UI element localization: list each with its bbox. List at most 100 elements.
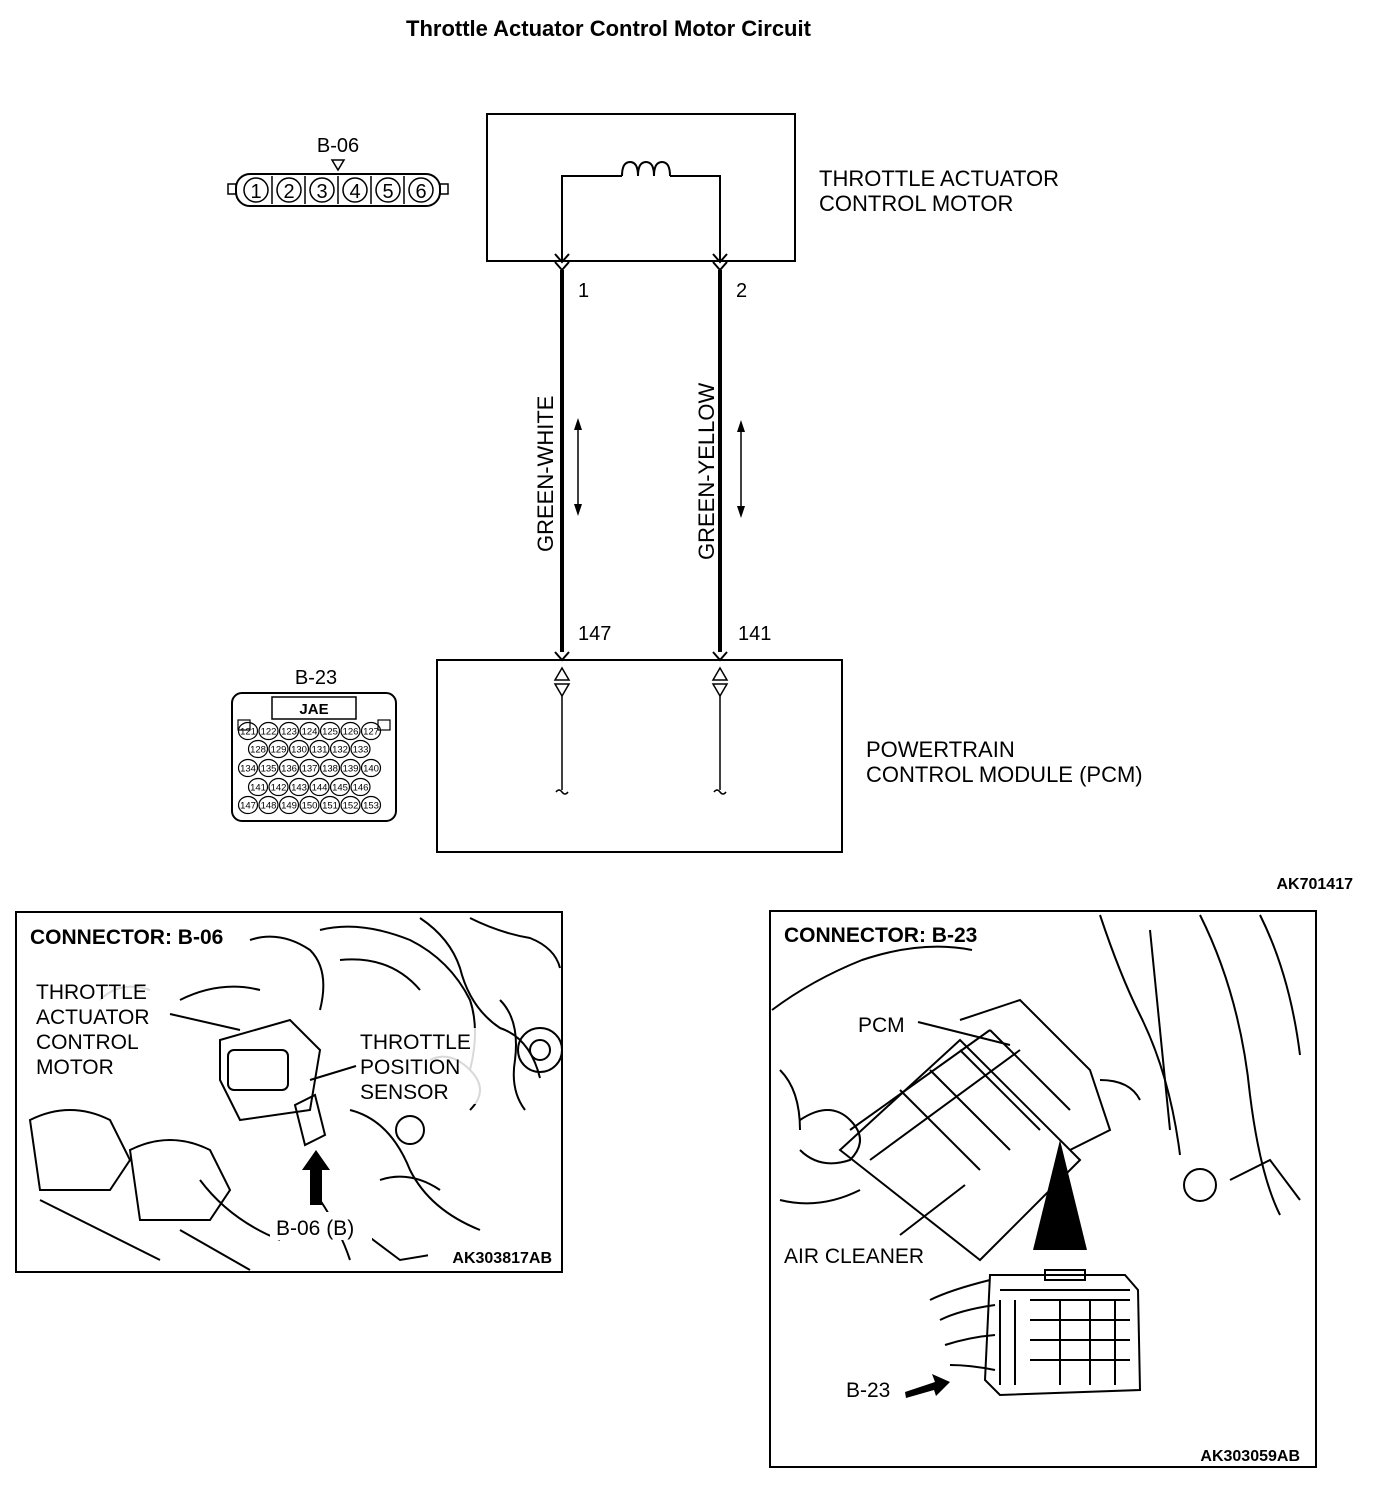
b23-pin-hole bbox=[299, 721, 320, 741]
photo-b23-code: AK303059AB bbox=[1200, 1448, 1300, 1465]
callout-air-leader bbox=[899, 1184, 966, 1236]
wire-color-left: GREEN-WHITE bbox=[533, 396, 558, 552]
b23-pin-number: 135 bbox=[261, 764, 277, 775]
b23-pin-hole bbox=[350, 739, 371, 759]
photo-b06-connector-label: B-06 (B) bbox=[276, 1217, 354, 1240]
pcm-io-icon bbox=[711, 666, 729, 681]
photo-b23-heading: CONNECTOR: B-23 bbox=[784, 924, 977, 947]
b23-pin-number: 143 bbox=[291, 783, 307, 794]
photo-b06-code: AK303817AB bbox=[452, 1250, 552, 1267]
b23-pin-number: 126 bbox=[343, 727, 359, 738]
diagram-id: AK701417 bbox=[1277, 876, 1354, 893]
diagram-title: Throttle Actuator Control Motor Circuit bbox=[406, 16, 812, 41]
b06-pin: 5 bbox=[382, 181, 393, 203]
pcm-box bbox=[436, 659, 843, 853]
callout-pcm: PCM bbox=[858, 1014, 905, 1037]
b06-pin: 3 bbox=[316, 181, 327, 203]
b06-pin: 2 bbox=[283, 181, 294, 203]
engine-bay-illustration bbox=[28, 917, 563, 1271]
b23-pin-number: 129 bbox=[271, 745, 287, 756]
connector-b06-body bbox=[235, 173, 441, 207]
connector-b23-body bbox=[231, 692, 397, 822]
pcm-terminal-147: 147 bbox=[578, 623, 611, 645]
b23-pin-hole bbox=[340, 795, 361, 815]
b23-pin-number: 124 bbox=[302, 727, 318, 738]
b23-pin-hole bbox=[278, 795, 300, 815]
b23-pin-number: 152 bbox=[343, 801, 359, 812]
b23-pin-hole bbox=[329, 777, 351, 797]
b23-pin-hole bbox=[309, 739, 330, 759]
b23-pin-hole bbox=[299, 758, 320, 778]
b23-pin-number: 134 bbox=[240, 764, 256, 775]
b23-pin-number: 148 bbox=[261, 801, 277, 812]
b23-pin-number: 133 bbox=[353, 745, 369, 756]
b23-pin-hole bbox=[237, 795, 259, 815]
b23-pin-number: 122 bbox=[261, 727, 277, 738]
b23-pin-number: 145 bbox=[332, 783, 348, 794]
motor-label-line1: THROTTLE ACTUATOR bbox=[819, 166, 1059, 191]
b23-pin-hole bbox=[258, 721, 279, 741]
photo-panel-b06: CONNECTOR: B-06 THROTTLE ACTUATOR CONTRO… bbox=[15, 911, 563, 1273]
b23-pin-number: 137 bbox=[302, 764, 318, 775]
b23-pin-hole bbox=[360, 795, 382, 815]
b23-pin-number: 132 bbox=[332, 745, 348, 756]
pcm-terminal-141: 141 bbox=[738, 623, 771, 645]
connector-b23-label: B-23 bbox=[295, 667, 337, 689]
callout-motor-line: ACTUATOR bbox=[36, 1006, 150, 1029]
callout-air-cleaner: AIR CLEANER bbox=[784, 1245, 924, 1268]
b23-pin-number: 128 bbox=[250, 745, 266, 756]
callout-motor-leader bbox=[169, 1013, 241, 1031]
b23-pin-number: 121 bbox=[240, 727, 256, 738]
b23-pin-number: 142 bbox=[271, 783, 287, 794]
connector-b23-maker: JAE bbox=[299, 701, 328, 718]
b23-pin-number: 140 bbox=[363, 764, 379, 775]
b23-pin-number: 127 bbox=[363, 727, 379, 738]
b23-pin-hole bbox=[329, 739, 351, 759]
b06-pin: 6 bbox=[415, 181, 426, 203]
motor-block: THROTTLE ACTUATOR CONTROL MOTOR 1 2 bbox=[486, 113, 1059, 302]
b23-pin-hole bbox=[278, 758, 300, 778]
callout-sensor-line: SENSOR bbox=[360, 1081, 449, 1104]
b23-pin-hole bbox=[258, 795, 279, 815]
b06-pin: 1 bbox=[250, 181, 261, 203]
callout-motor-line: THROTTLE bbox=[36, 981, 147, 1004]
connector-b06-icon: B-06 1 2 3 4 5 6 bbox=[227, 135, 449, 207]
b23-pin-number: 139 bbox=[343, 764, 359, 775]
b23-pin-number: 130 bbox=[291, 745, 307, 756]
coil-icon bbox=[621, 160, 671, 177]
b23-pin-number: 147 bbox=[240, 801, 256, 812]
photo-panel-b23: CONNECTOR: B-23 PCM AIR CLEANER B-23 AK3… bbox=[769, 910, 1317, 1468]
b23-pin-hole bbox=[258, 758, 279, 778]
b23-pin-hole bbox=[340, 721, 361, 741]
b23-pin-number: 138 bbox=[322, 764, 338, 775]
b23-pin-number: 131 bbox=[312, 745, 328, 756]
motor-label-line2: CONTROL MOTOR bbox=[819, 191, 1013, 216]
b23-pin-hole bbox=[237, 758, 259, 778]
b23-pin-hole bbox=[268, 777, 289, 797]
motor-terminal-1: 1 bbox=[578, 280, 589, 302]
b23-pin-number: 146 bbox=[353, 783, 369, 794]
callout-pcm-leader bbox=[917, 1021, 1011, 1046]
b23-pin-hole bbox=[319, 721, 341, 741]
pcm-block: POWERTRAIN CONTROL MODULE (PCM) bbox=[436, 659, 1143, 853]
b23-pin-number: 136 bbox=[281, 764, 297, 775]
b23-pin-hole bbox=[247, 777, 269, 797]
b23-pin-number: 125 bbox=[322, 727, 338, 738]
connector-b06-label: B-06 bbox=[317, 135, 359, 157]
wire-color-right: GREEN-YELLOW bbox=[694, 383, 719, 560]
b23-pin-number: 149 bbox=[281, 801, 297, 812]
b06-pin: 4 bbox=[349, 181, 360, 203]
wire-harness: GREEN-WHITE GREEN-YELLOW 147 141 bbox=[533, 270, 771, 662]
b23-pin-hole bbox=[319, 795, 341, 815]
engine-bay-illustration bbox=[771, 914, 1301, 1262]
callout-motor-line: CONTROL bbox=[36, 1031, 139, 1054]
b23-pin-hole bbox=[268, 739, 289, 759]
b23-pin-hole bbox=[360, 721, 382, 741]
arrow-right-icon bbox=[905, 1374, 950, 1398]
callout-sensor-line: THROTTLE bbox=[360, 1031, 471, 1054]
b23-pin-number: 141 bbox=[250, 783, 266, 794]
b23-pin-hole bbox=[309, 777, 330, 797]
connector-b06-key-icon bbox=[330, 159, 346, 172]
arrow-up-icon bbox=[302, 1150, 330, 1205]
